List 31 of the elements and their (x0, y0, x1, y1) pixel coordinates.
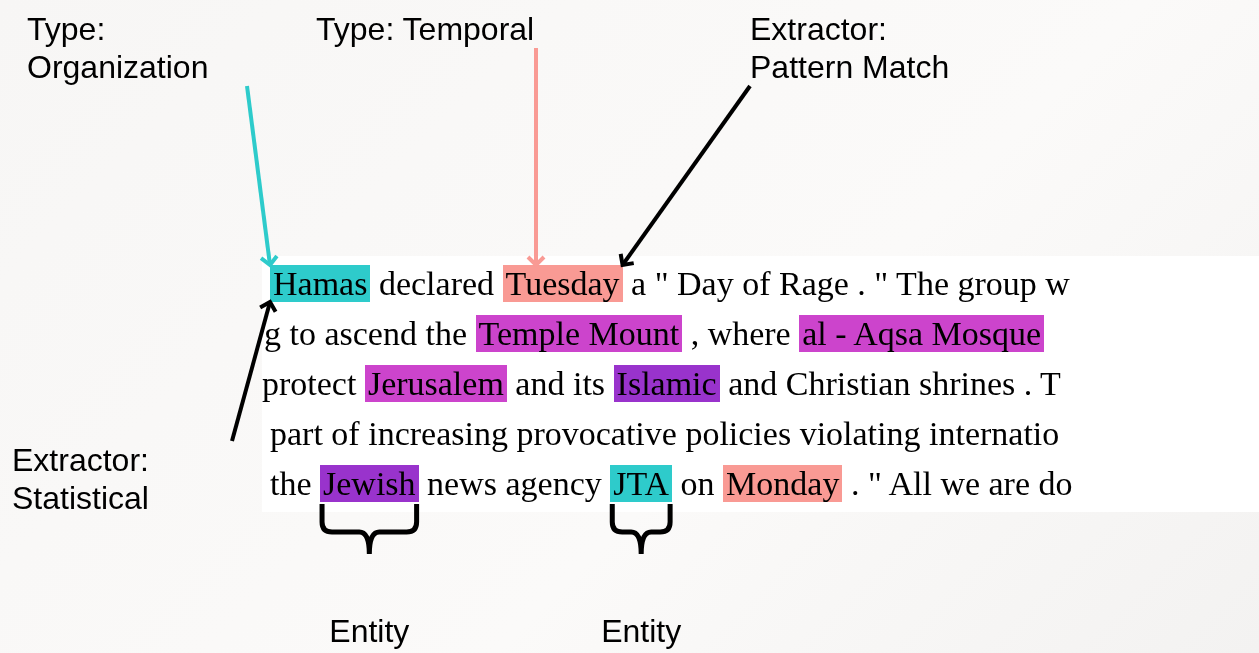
text-fragment: declared (378, 265, 495, 302)
annotation-label: Extractor: Statistical (12, 441, 232, 517)
arrow (618, 84, 752, 267)
entity-label: Entity (601, 612, 682, 650)
highlighted-entity: al - Aqsa Mosque (799, 315, 1045, 352)
entity-label: Entity (329, 612, 410, 650)
highlighted-entity: JTA (610, 465, 673, 502)
text-fragment: and its (515, 365, 606, 402)
highlighted-entity: Temple Mount (475, 315, 683, 352)
text-fragment: and Christian shrines . T (728, 365, 1061, 402)
text-fragment: protect (262, 365, 357, 402)
highlighted-entity: Tuesday (502, 265, 623, 302)
highlighted-entity: Jerusalem (364, 365, 507, 402)
annotation-label: Extractor: Pattern Match (750, 10, 990, 86)
text-fragment: , where (690, 315, 791, 352)
text-fragment: a " Day of Rage . " The group w (631, 265, 1070, 302)
text-fragment: . " All we are do (850, 465, 1073, 502)
text-fragment: g to ascend the (264, 315, 467, 352)
highlighted-entity: Hamas (270, 265, 371, 302)
annotation-label: Type: Temporal (316, 10, 536, 48)
text-fragment: news agency (427, 465, 602, 502)
text-fragment: on (680, 465, 715, 502)
arrow (245, 85, 279, 267)
arrow (526, 48, 546, 267)
highlighted-entity: Monday (723, 465, 843, 502)
highlighted-entity: Islamic (613, 365, 720, 402)
highlighted-entity: Jewish (320, 465, 419, 502)
text-fragment: part of increasing provocative policies violating internatio (270, 415, 1060, 452)
annotation-label: Type: Organization (27, 10, 247, 86)
arrow (230, 300, 278, 442)
text-fragment: the (270, 465, 312, 502)
